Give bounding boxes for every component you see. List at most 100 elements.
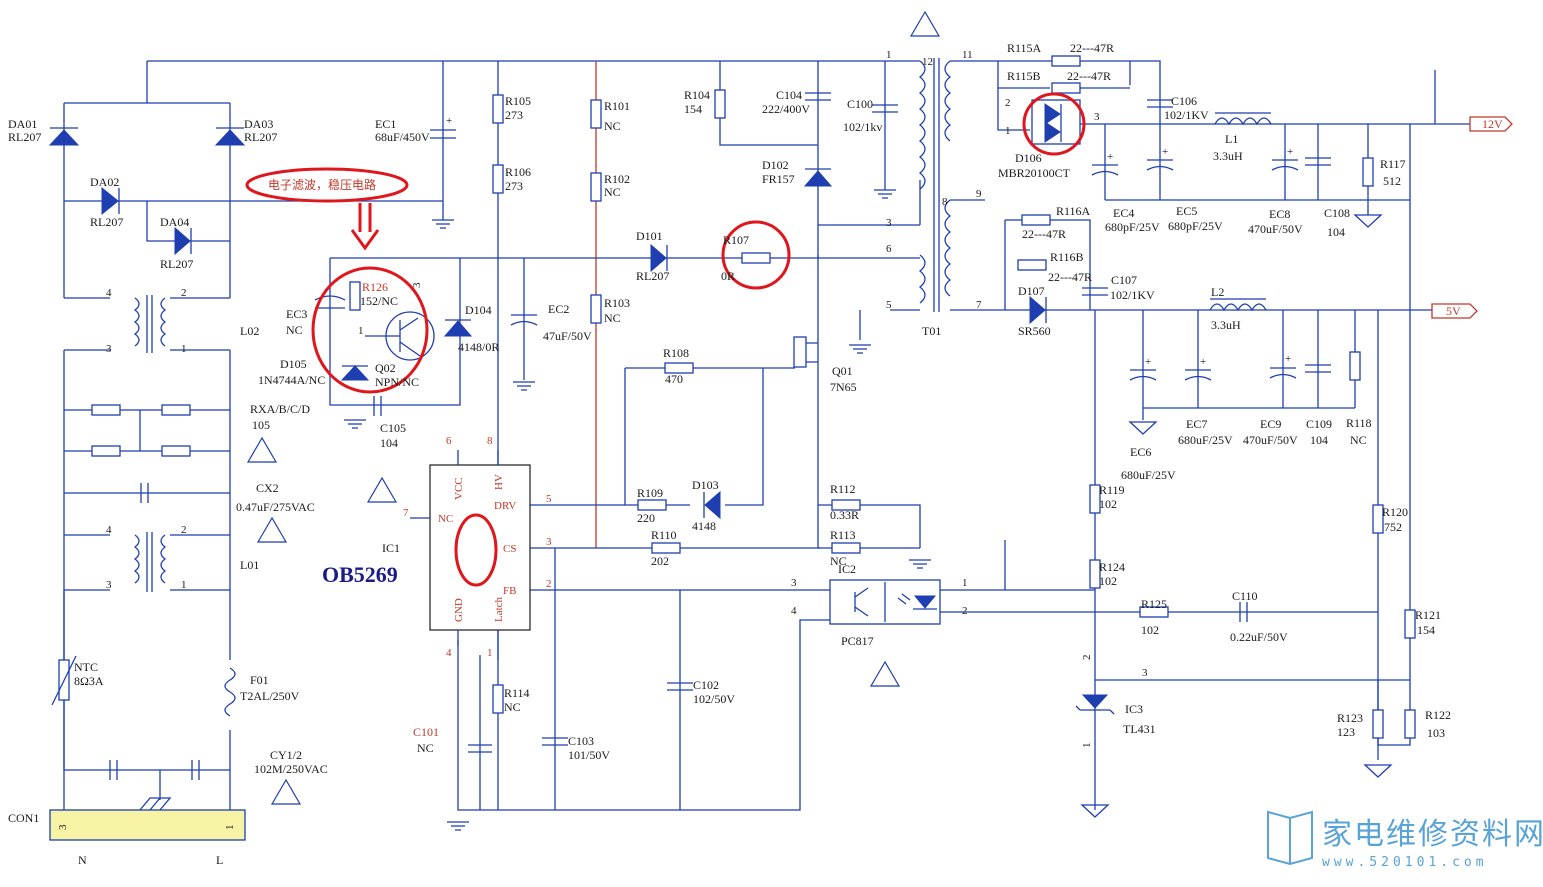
capacitor-cx2 [140,483,149,503]
label: D104 [465,303,492,317]
label: R120 [1382,505,1408,519]
diode-d102 [803,168,833,187]
label: 752 [1384,520,1402,534]
label: R108 [663,346,689,360]
label: R125 [1141,597,1167,611]
ic1-pin-vcc: VCC [453,477,465,500]
capacitor-c100 [872,104,898,113]
ground-symbols [344,189,1393,831]
label: R116B [1050,250,1084,264]
label: RL207 [636,269,669,283]
label: 68uF/450V [375,130,430,144]
svg-text:+: + [1287,146,1293,158]
annotation-text: 电子滤波，稳压电路 [268,177,376,192]
label: DA02 [90,175,119,189]
pin-num: 4 [106,287,112,299]
pin-num: 2 [181,287,187,299]
resistor-r115a [1051,55,1081,67]
pin-num: 2 [1081,655,1093,661]
label: DA04 [160,215,189,229]
label: 470uF/50V [1248,222,1303,236]
connector-con1 [49,797,246,841]
label: R124 [1099,560,1125,574]
choke-l02 [133,295,167,353]
label: RL207 [90,215,123,229]
label: EC4 [1113,206,1134,220]
ic1-pin-gnd: GND [453,598,465,622]
label: R116A [1056,204,1091,218]
resistor-r118 [1349,351,1361,381]
label: C102 [693,678,719,692]
label: R114 [504,686,530,700]
label: NC [417,741,434,755]
con1-pin3: 3 [57,824,69,830]
output-5v-flag [1431,303,1478,319]
svg-text:+: + [446,115,452,127]
label: R118 [1346,416,1372,430]
label: EC1 [375,117,396,131]
label: D103 [692,478,719,492]
resistor-r119 [1089,484,1101,514]
resistor-r117 [1362,157,1374,187]
ic1-ref: IC1 [382,541,400,555]
label: CY1/2 [270,748,302,762]
label: R101 [604,99,630,113]
resistor-r105 [492,94,504,124]
pin-num: 1 [358,325,364,337]
label: NC [830,554,847,568]
svg-text:+: + [1162,146,1168,158]
resistor-r112 [831,499,861,511]
ic1-pinnum-8: 8 [487,435,493,447]
capacitor-cy1 [109,760,118,780]
diode-d106 [1031,99,1081,145]
warning-icons [246,10,941,805]
pin-num: 1 [962,577,968,589]
label: 202 [651,554,669,568]
ic1-pin-hv: HV [493,474,505,490]
pin-numbers: 4 2 3 1 4 2 3 1 1 3 1 12 3 6 5 11 9 8 7 … [106,49,1148,748]
label: 220 [637,511,655,525]
label: R126 [362,280,388,294]
resistor-r103 [590,294,602,324]
resistor-r123 [1372,709,1384,739]
label: R106 [505,165,531,179]
label: 4148/0R [458,340,499,354]
label: 680pF/25V [1105,220,1160,234]
capacitor-c104 [805,92,831,101]
capacitor-ec8: + [1271,146,1299,171]
label: 22---47R [1022,227,1066,241]
label: DA03 [244,117,273,131]
label: NC [286,323,303,337]
regulator-ic3 [1075,694,1115,715]
label: 22---47R [1067,69,1111,83]
pin-num: 9 [976,188,982,200]
label: R103 [604,296,630,310]
label: 123 [1337,725,1355,739]
thermistor-ntc [51,655,77,706]
ic1-pinnum-6: 6 [446,435,452,447]
capacitor-ec7: + [1184,356,1212,381]
pin-num: 5 [886,299,892,311]
capacitor-ec5: + [1146,146,1174,171]
resistor-r101 [590,99,602,129]
resistor-r125 [1139,606,1169,618]
label: 3.3uH [1211,318,1241,332]
label: 680pF/25V [1168,219,1223,233]
svg-text:+: + [1145,356,1151,368]
ic1-name: OB5269 [322,562,398,587]
label: EC7 [1186,417,1207,431]
label: C100 [847,97,873,111]
label: NPN/NC [375,375,419,389]
label: NC [504,700,521,714]
resistor-r120 [1372,504,1384,534]
label: 4148 [692,519,716,533]
label: T01 [922,324,941,338]
label: 273 [505,108,523,122]
label: L1 [1225,132,1238,146]
optocoupler-ic2 [829,579,941,625]
label: CX2 [256,481,279,495]
svg-text:+: + [1107,151,1113,163]
resistor-r124 [1089,559,1101,589]
label: NC [604,119,621,133]
con1-pin1: 1 [224,825,236,831]
